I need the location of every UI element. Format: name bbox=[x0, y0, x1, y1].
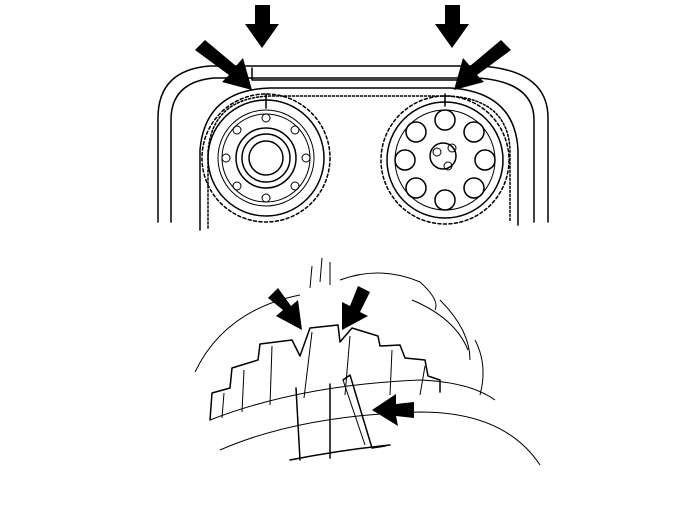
left-camshaft-pulley bbox=[201, 93, 331, 223]
belt-tooth-detail bbox=[194, 257, 541, 466]
arrow-icon bbox=[195, 40, 252, 90]
arrow-icon bbox=[342, 286, 370, 330]
right-camshaft-pulley bbox=[380, 93, 510, 225]
arrow-icon bbox=[372, 394, 414, 426]
arrow-icon bbox=[245, 5, 279, 48]
timing-marks-overview bbox=[157, 5, 549, 231]
pulley-teeth bbox=[209, 324, 441, 421]
timing-belt bbox=[199, 87, 519, 231]
belt-section bbox=[295, 374, 386, 461]
arrow-icon bbox=[435, 5, 469, 48]
arrow-icon bbox=[268, 288, 302, 330]
arrow-icon bbox=[454, 40, 511, 90]
